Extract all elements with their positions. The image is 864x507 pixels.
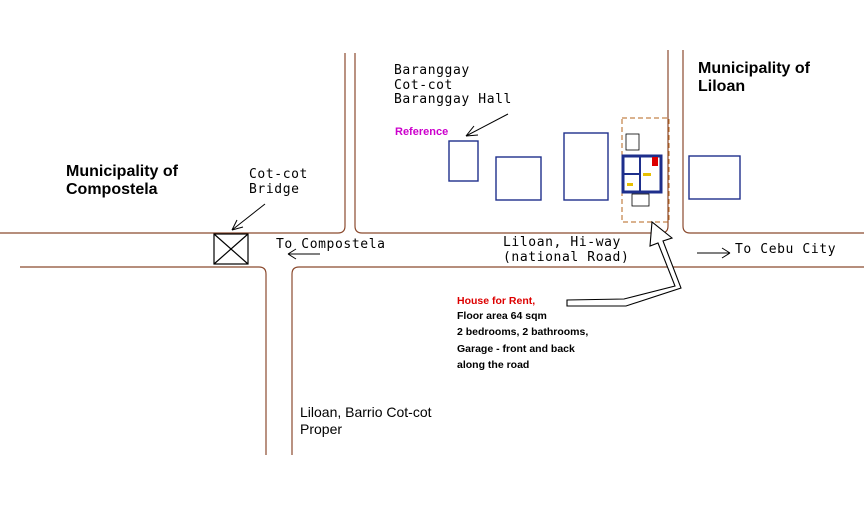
highway-edge-north-west [0, 53, 346, 234]
highway-edge-south-east [291, 266, 864, 455]
bridge-symbol [213, 233, 249, 265]
highway-edge-north-east [682, 50, 864, 234]
bridge-label: Cot-cot Bridge [249, 167, 308, 197]
municipality-liloan-label: Municipality of Liloan [698, 60, 810, 95]
highway-edge-north-middle [354, 50, 669, 234]
building-3 [563, 132, 609, 201]
buildings [448, 132, 741, 201]
house-details-label: Floor area 64 sqm 2 bedrooms, 2 bathroom… [457, 310, 589, 371]
highway-label: Liloan, Hi-way (national Road) [503, 235, 630, 265]
highway-edge-south-west [20, 266, 267, 455]
annotation-arrows [231, 113, 731, 307]
house-title-label: House for Rent, [457, 295, 536, 307]
to-compostela-label: To Compostela [276, 237, 386, 252]
building-2 [495, 156, 542, 201]
reference-arrow [465, 113, 509, 137]
bridge-pointer [231, 203, 266, 231]
barangay-hall-label: Baranggay Cot-cot Baranggay Hall [394, 63, 512, 108]
barrio-label: Liloan, Barrio Cot-cot Proper [300, 404, 432, 437]
barangay-hall-building [448, 140, 479, 182]
to-cebu-label: To Cebu City [735, 242, 837, 257]
municipality-compostela-label: Municipality of Compostela [66, 163, 178, 198]
building-4 [688, 155, 741, 200]
reference-label: Reference [395, 126, 449, 138]
house-callout-arrow [566, 220, 682, 307]
house-for-rent-lot [621, 117, 670, 223]
road-network [0, 50, 864, 455]
